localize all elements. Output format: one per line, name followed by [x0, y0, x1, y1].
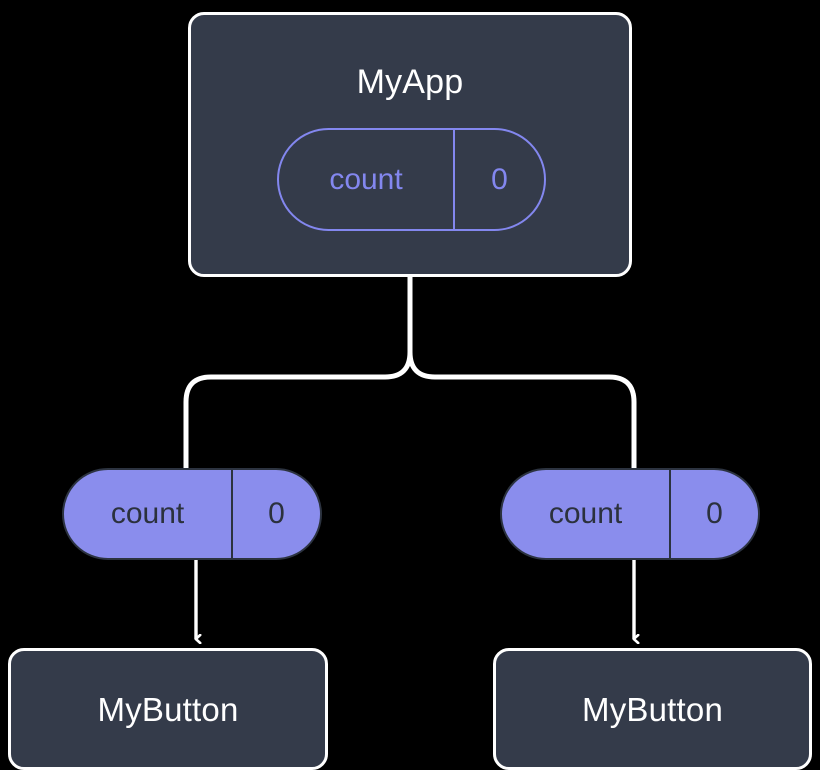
component-mybutton-left-label: MyButton: [97, 690, 239, 728]
component-mybutton-right[interactable]: MyButton: [493, 648, 812, 770]
state-fork-connector: [183, 274, 637, 478]
prop-pill-right-count[interactable]: count 0: [500, 468, 760, 560]
prop-pill-left-count[interactable]: count 0: [62, 468, 322, 560]
prop-pill-left-key: count: [110, 497, 185, 530]
state-pill-key: count: [329, 162, 403, 196]
prop-pill-left-value: 0: [231, 470, 320, 558]
prop-pill-right-key: count: [548, 497, 623, 530]
state-pill-count[interactable]: count 0: [277, 128, 546, 231]
component-mybutton-left[interactable]: MyButton: [8, 648, 328, 770]
state-pill-value: 0: [453, 130, 544, 229]
prop-pill-right-value: 0: [669, 470, 758, 558]
component-mybutton-right-label: MyButton: [582, 690, 723, 728]
component-myapp-label: MyApp: [356, 63, 464, 101]
